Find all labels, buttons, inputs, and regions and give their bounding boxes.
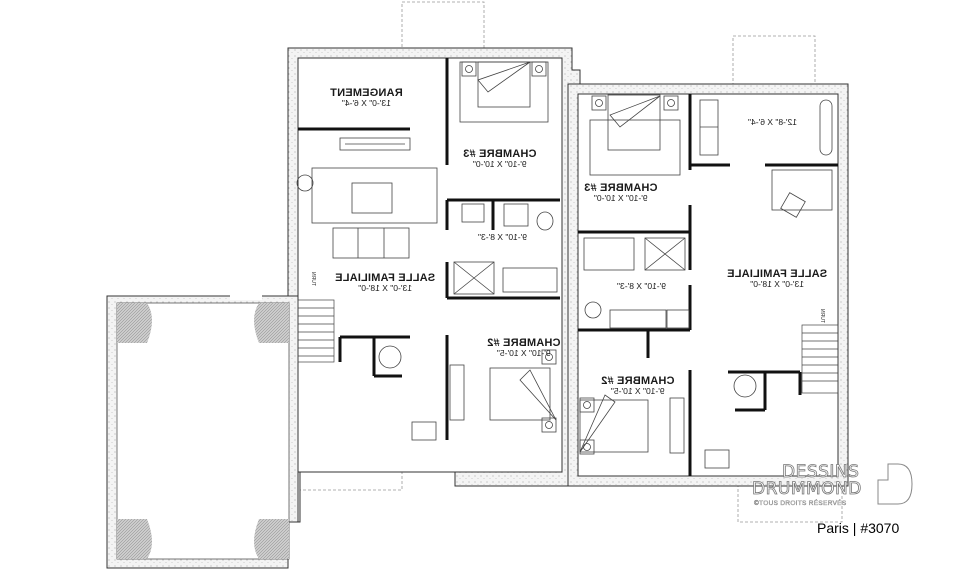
left-unit-furniture <box>296 61 558 441</box>
right-unit-foundation <box>567 83 849 487</box>
room-label-right-bathroom: 9'-10" X 8'-3" <box>617 281 666 291</box>
room-label-right-chambre3: CHAMBRE #3 9'-10" X 10'-0" <box>584 182 658 204</box>
right-unit-furniture <box>579 94 833 469</box>
plan-name: Paris | #3070 <box>817 520 900 536</box>
carport-slab <box>106 294 299 569</box>
room-label-right-salle-familiale: SALLE FAMILIALE 13'-0" X 18'-0" <box>727 268 828 290</box>
brand-line-1: DESSINS <box>782 462 860 483</box>
stair-turn-label-left: TURN <box>309 272 316 286</box>
room-label-left-chambre2: CHAMBRE #2 9'-10" X 10'-5" <box>487 337 561 359</box>
drummond-logo-mark <box>877 463 913 505</box>
room-label-left-rangement: RANGEMENT 13'-0" X 6'-4" <box>330 87 403 109</box>
brand-copyright: ©TOUS DROITS RÉSERVÉS <box>754 500 847 507</box>
brand-watermark: DESSINS DRUMMOND ©TOUS DROITS RÉSERVÉS P… <box>752 462 932 552</box>
room-label-left-chambre3: CHAMBRE #3 9'-10" X 10'-0" <box>463 148 537 170</box>
right-stairs <box>801 324 839 394</box>
stair-turn-label-right: TURN <box>818 309 825 323</box>
room-label-right-chambre2: CHAMBRE #2 9'-10" X 10'-5" <box>601 375 675 397</box>
left-unit-walls <box>298 58 560 440</box>
room-label-left-bathroom: 9'-10" X 8'-3" <box>478 232 527 242</box>
room-label-right-storage: 12'-8" X 6'-4" <box>748 117 797 127</box>
brand-line-2: DRUMMOND <box>752 479 862 500</box>
room-label-left-salle-familiale: SALLE FAMILIALE 13'-0" X 18'-0" <box>335 272 436 294</box>
right-unit-walls <box>578 94 838 476</box>
left-unit-foundation <box>287 47 581 523</box>
left-stairs <box>297 299 335 363</box>
